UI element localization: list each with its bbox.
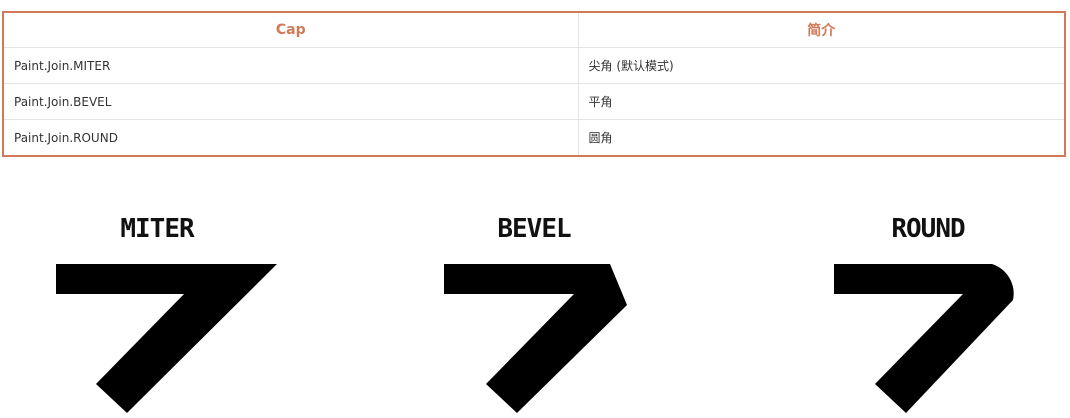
- bevel-join-shape: [444, 264, 627, 413]
- join-illustration: MITER BEVEL ROUND: [56, 214, 1014, 413]
- round-label: ROUND: [891, 214, 965, 244]
- header-description: 简介: [578, 13, 1064, 48]
- join-name-cell: Paint.Join.ROUND: [4, 119, 579, 155]
- bevel-label: BEVEL: [497, 214, 571, 244]
- table-header-row: Cap 简介: [4, 13, 1064, 48]
- join-name-cell: Paint.Join.MITER: [4, 47, 579, 84]
- join-desc-cell: 圆角: [588, 131, 613, 145]
- join-table: Cap 简介 Paint.Join.MITER 尖角 (默认模式) Paint.…: [4, 13, 1064, 155]
- miter-join-shape: [56, 264, 277, 413]
- table-row: Paint.Join.MITER 尖角 (默认模式): [4, 47, 1064, 84]
- join-table-container: Cap 简介 Paint.Join.MITER 尖角 (默认模式) Paint.…: [2, 11, 1066, 157]
- miter-label: MITER: [120, 214, 195, 244]
- table-row: Paint.Join.BEVEL 平角: [4, 83, 1064, 120]
- join-desc-cell: 平角: [578, 83, 1064, 120]
- join-name-cell: Paint.Join.BEVEL: [4, 83, 579, 120]
- round-join-shape: [834, 264, 1014, 413]
- header-cap: Cap: [4, 13, 579, 48]
- join-desc-cell: 尖角 (默认模式): [578, 47, 1064, 84]
- table-row: Paint.Join.ROUND 圆角: [4, 119, 1064, 155]
